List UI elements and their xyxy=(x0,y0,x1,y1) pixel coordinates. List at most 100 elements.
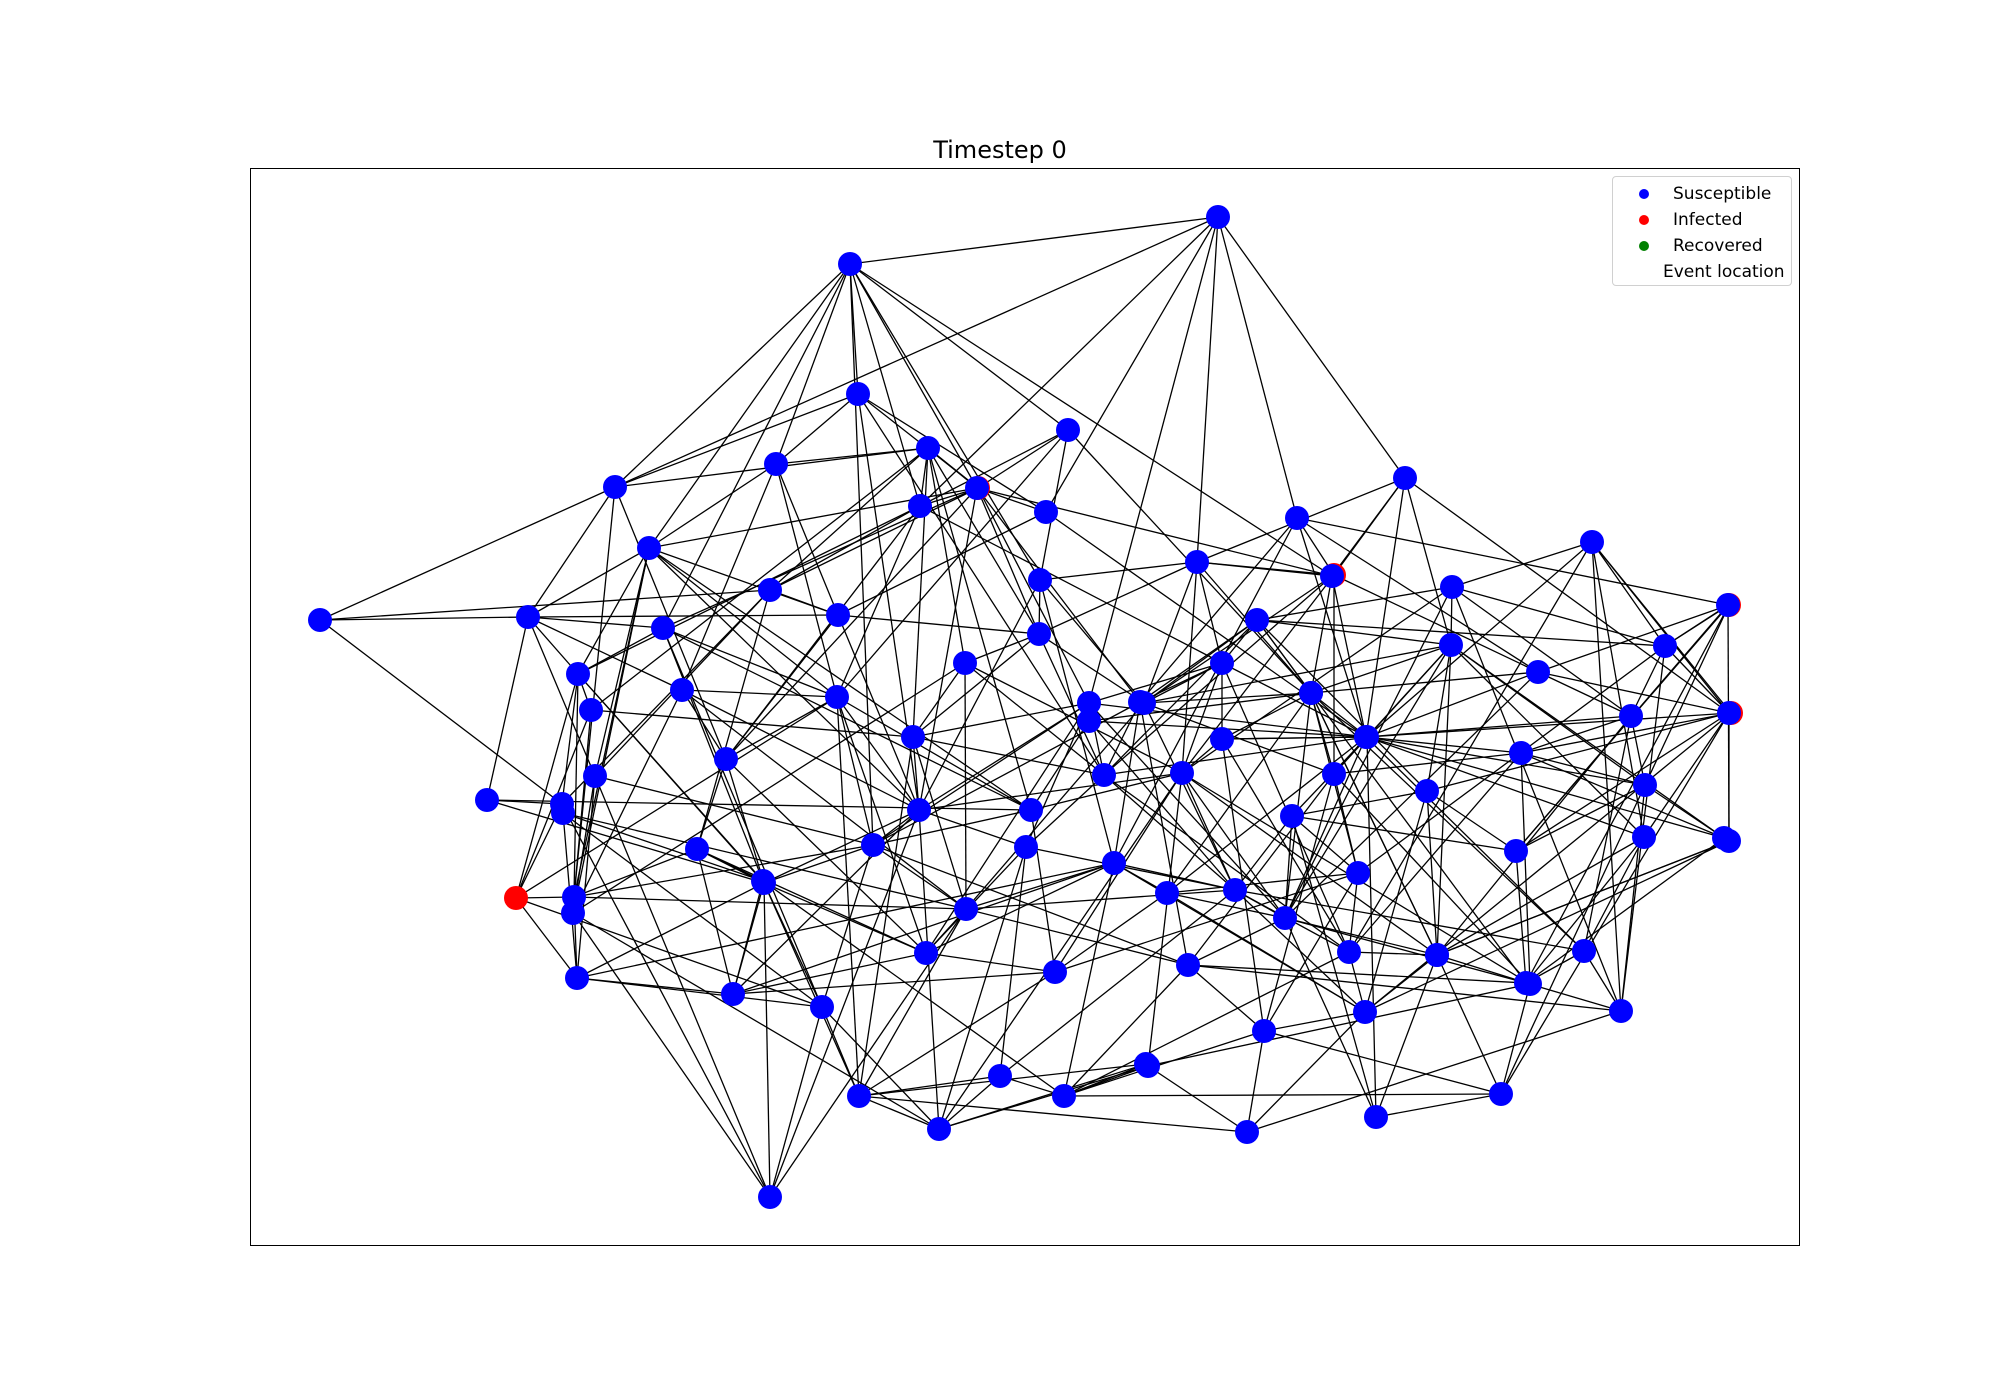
graph-edge xyxy=(775,463,838,698)
susceptible-node xyxy=(1717,829,1741,853)
graph-edge xyxy=(763,882,771,1198)
susceptible-node xyxy=(916,436,940,460)
graph-edge xyxy=(1045,216,1219,513)
graph-edge xyxy=(527,486,616,618)
graph-edge xyxy=(912,702,1090,738)
graph-edge xyxy=(1187,773,1335,966)
graph-edge xyxy=(1030,720,1090,811)
graph-edge xyxy=(681,463,777,691)
susceptible-node xyxy=(1134,1052,1158,1076)
susceptible-node xyxy=(1052,1084,1076,1108)
graph-edge xyxy=(527,616,664,629)
susceptible-node xyxy=(1633,773,1657,797)
graph-edge xyxy=(769,809,920,1198)
graph-edge xyxy=(1147,983,1531,1067)
graph-edge xyxy=(1181,574,1335,774)
susceptible-node xyxy=(825,685,849,709)
graph-edge xyxy=(1333,574,1539,673)
graph-edge xyxy=(1039,561,1198,581)
graph-edge xyxy=(1196,561,1333,577)
graph-edge xyxy=(1296,517,1367,738)
graph-edge xyxy=(1348,951,1438,956)
graph-edge xyxy=(1365,477,1406,738)
graph-edge xyxy=(1221,662,1368,738)
graph-edge xyxy=(918,809,940,1130)
graph-edge xyxy=(976,487,1040,635)
graph-edge xyxy=(769,505,921,591)
graph-edge xyxy=(1331,575,1367,738)
graph-edge xyxy=(763,809,920,884)
graph-edge xyxy=(1284,815,1293,919)
graph-edge xyxy=(858,1095,1248,1133)
graph-edge xyxy=(1450,644,1645,838)
graph-edge xyxy=(1256,619,1452,646)
susceptible-node xyxy=(1043,960,1067,984)
graph-edge xyxy=(837,511,1047,616)
graph-edge xyxy=(965,702,1145,910)
graph-edge xyxy=(1147,772,1183,1067)
graph-edge xyxy=(573,673,579,898)
graph-edge xyxy=(999,846,1027,1077)
susceptible-node xyxy=(516,605,540,629)
graph-edge xyxy=(858,1095,940,1130)
susceptible-node xyxy=(1299,681,1323,705)
graph-edge xyxy=(576,775,596,979)
graph-edge xyxy=(486,799,765,884)
susceptible-node xyxy=(1439,633,1463,657)
graph-edge xyxy=(725,614,839,760)
susceptible-node xyxy=(1027,622,1051,646)
susceptible-node xyxy=(1393,466,1417,490)
graph-edge xyxy=(1365,736,1522,754)
graph-edge xyxy=(1291,815,1517,852)
graph-edge xyxy=(594,547,650,777)
graph-edge xyxy=(836,696,874,846)
graph-edge xyxy=(1436,840,1730,956)
graph-edge xyxy=(1451,586,1632,717)
graph-edge xyxy=(1181,561,1198,774)
graph-edge xyxy=(1063,1093,1502,1097)
graph-edge xyxy=(696,848,927,954)
graph-edge xyxy=(319,486,616,621)
graph-edge xyxy=(648,547,1032,811)
susceptible-node xyxy=(551,801,575,825)
graph-edge xyxy=(1296,517,1539,673)
graph-edge xyxy=(527,616,596,777)
graph-edge xyxy=(319,589,771,621)
susceptible-node xyxy=(651,616,675,640)
susceptible-node xyxy=(1155,881,1179,905)
legend-label: Susceptible xyxy=(1673,184,1772,204)
legend-item-recovered: Recovered xyxy=(1621,233,1783,259)
graph-edge xyxy=(872,809,1032,846)
graph-edge xyxy=(1181,662,1223,774)
susceptible-node xyxy=(1489,1082,1513,1106)
graph-edge xyxy=(1364,954,1438,1013)
graph-edge xyxy=(486,799,563,805)
graph-edge xyxy=(1515,784,1646,852)
susceptible-node xyxy=(1337,940,1361,964)
graph-edge xyxy=(1187,964,1622,1012)
graph-edge xyxy=(1284,736,1367,919)
graph-edge xyxy=(1196,561,1223,664)
graph-edge xyxy=(1234,889,1585,952)
susceptible-node xyxy=(988,1064,1012,1088)
graph-edge xyxy=(681,689,838,698)
graph-edge xyxy=(1520,752,1646,786)
graph-edge xyxy=(1103,774,1350,953)
graph-edge xyxy=(918,702,1090,811)
susceptible-node xyxy=(308,608,332,632)
graph-edge xyxy=(1196,216,1219,563)
graph-edge xyxy=(681,689,920,811)
infected-marker-icon xyxy=(1639,215,1649,225)
graph-edge xyxy=(836,505,921,698)
graph-edge xyxy=(614,216,1219,488)
susceptible-node xyxy=(1509,741,1533,765)
graph-edge xyxy=(648,263,851,549)
graph-edge xyxy=(1525,837,1725,984)
susceptible-node xyxy=(1014,835,1038,859)
graph-edge xyxy=(573,896,967,910)
legend-label: Infected xyxy=(1673,210,1743,230)
graph-edge xyxy=(1537,604,1730,673)
susceptible-node xyxy=(908,494,932,518)
graph-edge xyxy=(836,696,920,811)
graph-edge xyxy=(858,736,914,1097)
